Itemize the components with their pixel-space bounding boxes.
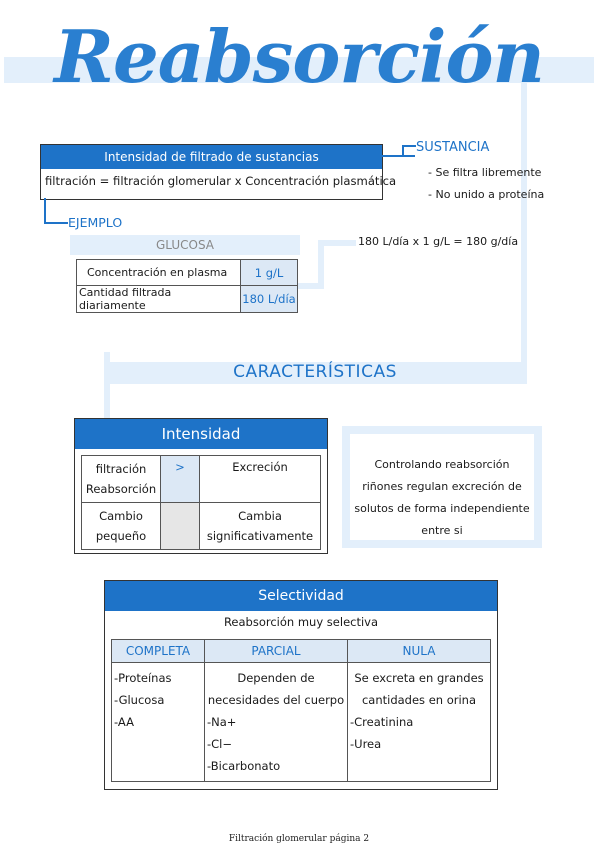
list-item: -AA [114,715,134,729]
ejemplo-connector [44,222,68,224]
page-title: Reabsorción [54,14,545,99]
list-item: Se excreta en grandes [354,671,484,685]
intensidad-text: filtración [95,462,147,476]
list-item: -Na+ [207,715,237,729]
list-item: -Creatinina [350,715,414,729]
calc-connector [318,240,356,246]
glucosa-calculation: 180 L/día x 1 g/L = 180 g/día [358,235,519,248]
selectividad-table: COMPLETA PARCIAL NULA -Proteínas -Glucos… [111,639,491,782]
sustancia-connector [381,155,415,157]
sustancia-connector [402,145,404,157]
calc-connector [318,240,324,289]
column-header: NULA [347,639,491,663]
table-row: Concentración en plasma 1 g/L [76,259,298,286]
intensidad-text: Cambio [99,509,143,523]
intensidad-cell [160,502,200,550]
connector-line [104,352,110,368]
intensidad-cell: filtración Reabsorción [81,455,161,503]
nula-cell: Se excreta en grandes cantidades en orin… [347,662,491,782]
list-item: -Glucosa [114,693,165,707]
sustancia-connector [402,145,416,147]
parcial-cell: Dependen de necesidades del cuerpo -Na+ … [204,662,348,782]
table-row: filtración Reabsorción > Excreción [81,455,321,503]
list-item: necesidades del cuerpo [207,693,345,707]
sustancia-item: - Se filtra libremente [428,166,542,179]
intensidad-cell: > [160,455,200,503]
column-header: PARCIAL [204,639,348,663]
glucosa-row-value: 180 L/día [240,285,298,313]
selectividad-subheader: Reabsorción muy selectiva [223,615,379,629]
list-item: -Urea [350,737,382,751]
page-footer: Filtración glomerular página 2 [228,834,370,844]
ejemplo-label: EJEMPLO [68,215,123,230]
filtrado-formula: filtración = filtración glomerular x Con… [45,174,397,188]
glucosa-row-value: 1 g/L [240,259,298,286]
glucosa-table: Concentración en plasma 1 g/L Cantidad f… [76,259,298,313]
section-caracteristicas-title: CARACTERÍSTICAS [233,362,397,382]
glucosa-row-label: Concentración en plasma [76,259,241,286]
intensidad-cell: Cambio pequeño [81,502,161,550]
filtrado-header: Intensidad de filtrado de sustancias [41,145,382,169]
filtrado-box: Intensidad de filtrado de sustancias fil… [40,144,397,200]
selectividad-box: Selectividad Reabsorción muy selectiva C… [104,580,498,790]
table-row: Cantidad filtrada diariamente 180 L/día [76,285,298,313]
intensidad-cell: Cambia significativamente [199,502,321,550]
table-row: Cambio pequeño Cambia significativamente [81,502,321,550]
selectividad-header: Selectividad [105,581,497,611]
list-item: -Bicarbonato [207,759,281,773]
calc-connector [298,283,320,289]
table-row: -Proteínas -Glucosa -AA Dependen de nece… [111,662,491,782]
sustancia-item: - No unido a proteína [428,188,545,201]
connector-line [521,82,527,368]
connector-line [104,382,110,422]
intensidad-header: Intensidad [75,419,327,449]
intensidad-table: filtración Reabsorción > Excreción Cambi… [81,455,321,550]
intensidad-text: Cambia [238,509,282,523]
list-item: -Cl− [207,737,233,751]
completa-cell: -Proteínas -Glucosa -AA [111,662,205,782]
table-row: COMPLETA PARCIAL NULA [111,639,491,663]
nota-box: Controlando reabsorción riñones regulan … [342,426,542,548]
nota-inner: Controlando reabsorción riñones regulan … [350,434,534,540]
column-header: COMPLETA [111,639,205,663]
intensidad-text: Reabsorción [85,482,157,496]
title-band [4,57,594,83]
intensidad-cell: Excreción [199,455,321,503]
ejemplo-connector [44,198,46,224]
nota-text: Controlando reabsorción riñones regulan … [354,458,530,537]
caracteristicas-band [104,362,527,384]
list-item: Dependen de [237,671,315,685]
list-item: cantidades en orina [361,693,477,707]
intensidad-box: Intensidad filtración Reabsorción > Excr… [74,418,328,554]
list-item: -Proteínas [114,671,172,685]
intensidad-text: significativamente [206,529,314,543]
sustancia-label: SUSTANCIA [416,140,490,155]
glucosa-row-label: Cantidad filtrada diariamente [76,285,241,313]
intensidad-text: pequeño [95,529,147,543]
glucosa-header: GLUCOSA [70,235,300,255]
